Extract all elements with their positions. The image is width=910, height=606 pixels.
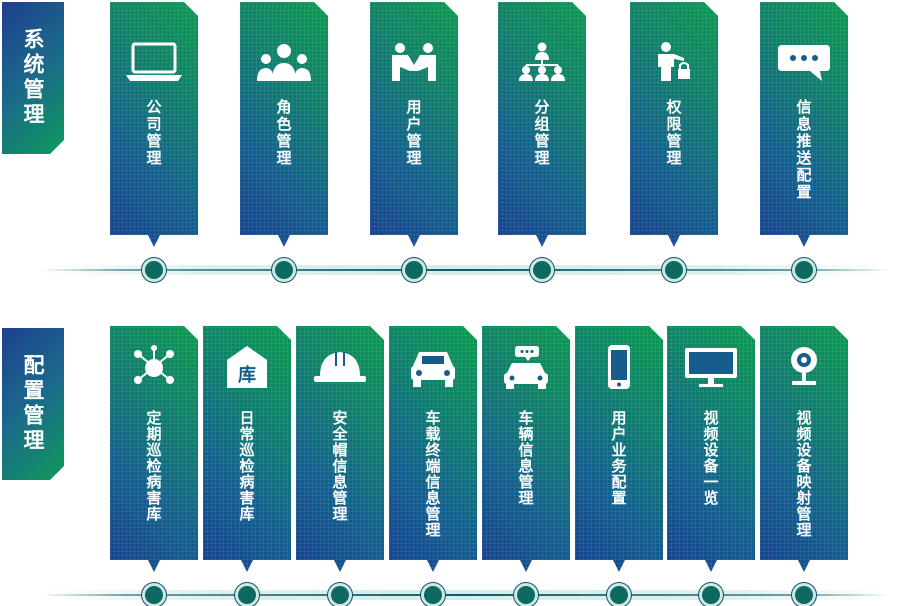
smartphone-icon [591,344,647,390]
webcam-icon [776,344,832,390]
user-lock-icon [644,40,704,84]
section-label-config: 配置管理 [2,328,64,480]
card-label: 公司管理 [144,99,163,167]
card-helmet-info-management[interactable]: 安全帽信息管理 [296,326,384,572]
timeline-node [795,261,813,279]
section-label-system: 系统管理 [2,2,64,154]
card-user-management[interactable]: 用户管理 [370,2,458,247]
card-label: 视频设备映射管理 [794,410,813,538]
card-daily-inspection-defect-lib[interactable]: 库 日常巡检病害库 [203,326,291,572]
warehouse-icon: 库 [219,344,275,390]
card-permission-management[interactable]: 权限管理 [630,2,718,247]
card-label: 信息推送配置 [794,99,813,201]
card-video-device-list[interactable]: 视频设备一览 [667,326,755,572]
timeline-system [40,269,890,271]
card-vehicle-terminal-info[interactable]: 车载终端信息管理 [389,326,477,572]
card-label: 用户业务配置 [609,410,628,506]
card-periodic-inspection-defect-lib[interactable]: 定期巡检病害库 [110,326,198,572]
timeline-node [145,586,163,604]
users-group-icon [254,40,314,84]
card-label: 用户管理 [404,99,423,167]
timeline-node [610,586,628,604]
laptop-icon [124,40,184,84]
icon-text: 库 [238,364,256,386]
org-chart-icon [512,40,572,84]
card-group-management[interactable]: 分组管理 [498,2,586,247]
card-video-device-mapping[interactable]: 视频设备映射管理 [760,326,848,572]
section-title: 系统管理 [21,28,45,128]
section-title: 配置管理 [21,354,45,454]
car-message-icon [498,344,554,390]
card-user-business-config[interactable]: 用户业务配置 [575,326,663,572]
timeline-node [275,261,293,279]
card-role-management[interactable]: 角色管理 [240,2,328,247]
monitor-icon [683,344,739,390]
timeline-node [533,261,551,279]
card-company-management[interactable]: 公司管理 [110,2,198,247]
timeline-node [517,586,535,604]
handshake-users-icon [384,40,444,84]
timeline-node [424,586,442,604]
card-label: 日常巡检病害库 [237,410,256,522]
car-front-icon [405,344,461,390]
card-label: 定期巡检病害库 [144,410,163,522]
chat-bubble-icon [774,40,834,84]
hard-hat-icon [312,344,368,390]
card-label: 视频设备一览 [701,410,720,506]
timeline-node [145,261,163,279]
card-label: 权限管理 [664,99,683,167]
timeline-node [795,586,813,604]
network-nodes-icon [126,344,182,390]
card-label: 分组管理 [532,99,551,167]
timeline-node [238,586,256,604]
card-message-push-config[interactable]: 信息推送配置 [760,2,848,247]
timeline-node [702,586,720,604]
timeline-node [405,261,423,279]
timeline-node [665,261,683,279]
card-label: 安全帽信息管理 [330,410,349,522]
card-label: 车辆信息管理 [516,410,535,506]
card-label: 角色管理 [274,99,293,167]
card-vehicle-info-management[interactable]: 车辆信息管理 [482,326,570,572]
timeline-config [40,594,890,596]
timeline-node [331,586,349,604]
card-label: 车载终端信息管理 [423,410,442,538]
